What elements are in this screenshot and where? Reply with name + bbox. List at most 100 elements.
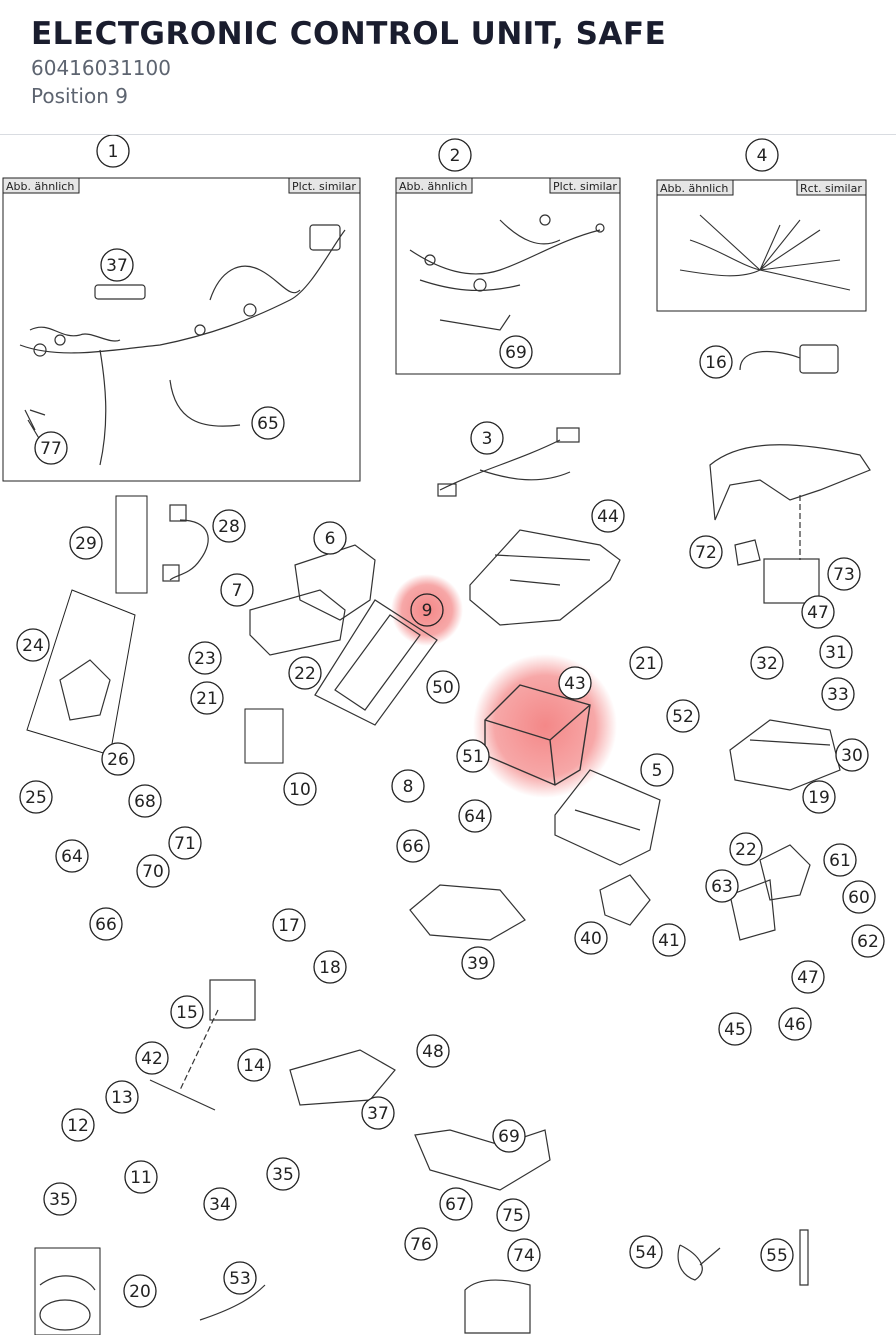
callout-13[interactable]: 13 <box>105 1080 139 1114</box>
callout-68[interactable]: 68 <box>128 784 162 818</box>
callout-51[interactable]: 51 <box>456 739 490 773</box>
callout-number: 60 <box>848 888 870 908</box>
callout-31[interactable]: 31 <box>819 635 853 669</box>
callout-20[interactable]: 20 <box>123 1274 157 1308</box>
callout-8[interactable]: 8 <box>391 769 425 803</box>
callout-47[interactable]: 47 <box>791 960 825 994</box>
callout-7[interactable]: 7 <box>220 573 254 607</box>
callout-37[interactable]: 37 <box>361 1096 395 1130</box>
callout-number: 34 <box>209 1195 231 1215</box>
callout-15[interactable]: 15 <box>170 995 204 1029</box>
callout-69[interactable]: 69 <box>492 1119 526 1153</box>
callout-42[interactable]: 42 <box>135 1041 169 1075</box>
callout-44[interactable]: 44 <box>591 499 625 533</box>
callout-74[interactable]: 74 <box>507 1238 541 1272</box>
callout-71[interactable]: 71 <box>168 826 202 860</box>
callout-47[interactable]: 47 <box>801 595 835 629</box>
callout-14[interactable]: 14 <box>237 1048 271 1082</box>
callout-62[interactable]: 62 <box>851 924 885 958</box>
callout-65[interactable]: 65 <box>251 406 285 440</box>
callout-54[interactable]: 54 <box>629 1235 663 1269</box>
callout-circle <box>558 666 592 700</box>
callout-72[interactable]: 72 <box>689 535 723 569</box>
callout-10[interactable]: 10 <box>283 772 317 806</box>
callout-6[interactable]: 6 <box>313 521 347 555</box>
callout-12[interactable]: 12 <box>61 1108 95 1142</box>
callout-28[interactable]: 28 <box>212 509 246 543</box>
callout-35[interactable]: 35 <box>266 1157 300 1191</box>
callout-69[interactable]: 69 <box>499 335 533 369</box>
callout-number: 16 <box>705 353 727 373</box>
callout-9[interactable]: 9 <box>410 593 444 627</box>
callout-23[interactable]: 23 <box>188 641 222 675</box>
callout-3[interactable]: 3 <box>470 421 504 455</box>
callout-2[interactable]: 2 <box>438 138 472 172</box>
callout-52[interactable]: 52 <box>666 699 700 733</box>
callout-number: 55 <box>766 1246 788 1266</box>
callout-5[interactable]: 5 <box>640 753 674 787</box>
callout-32[interactable]: 32 <box>750 646 784 680</box>
callout-circle <box>778 1007 812 1041</box>
callout-43[interactable]: 43 <box>558 666 592 700</box>
callout-75[interactable]: 75 <box>496 1198 530 1232</box>
frame-2-label-right: Plct. similar <box>553 180 617 193</box>
callout-18[interactable]: 18 <box>313 950 347 984</box>
callout-39[interactable]: 39 <box>461 946 495 980</box>
callout-22[interactable]: 22 <box>729 832 763 866</box>
callout-number: 46 <box>784 1015 806 1035</box>
callout-19[interactable]: 19 <box>802 780 836 814</box>
callout-61[interactable]: 61 <box>823 843 857 877</box>
callout-73[interactable]: 73 <box>827 557 861 591</box>
callout-21[interactable]: 21 <box>190 681 224 715</box>
callout-77[interactable]: 77 <box>34 431 68 465</box>
callout-4[interactable]: 4 <box>745 138 779 172</box>
callout-64[interactable]: 64 <box>458 799 492 833</box>
callout-48[interactable]: 48 <box>416 1034 450 1068</box>
callout-40[interactable]: 40 <box>574 921 608 955</box>
callout-circle <box>461 946 495 980</box>
callout-30[interactable]: 30 <box>835 738 869 772</box>
callout-64[interactable]: 64 <box>55 839 89 873</box>
callout-17[interactable]: 17 <box>272 908 306 942</box>
callout-55[interactable]: 55 <box>760 1238 794 1272</box>
callout-21[interactable]: 21 <box>629 646 663 680</box>
callout-25[interactable]: 25 <box>19 780 53 814</box>
callout-circle <box>574 921 608 955</box>
callout-number: 64 <box>61 847 83 867</box>
callout-circle <box>458 799 492 833</box>
callout-circle <box>313 521 347 555</box>
callout-11[interactable]: 11 <box>124 1160 158 1194</box>
callout-33[interactable]: 33 <box>821 677 855 711</box>
callout-circle <box>689 535 723 569</box>
callout-26[interactable]: 26 <box>101 742 135 776</box>
callout-number: 52 <box>672 707 694 727</box>
callout-circle <box>237 1048 271 1082</box>
callout-53[interactable]: 53 <box>223 1261 257 1295</box>
callout-34[interactable]: 34 <box>203 1187 237 1221</box>
callout-24[interactable]: 24 <box>16 628 50 662</box>
callout-70[interactable]: 70 <box>136 854 170 888</box>
callout-63[interactable]: 63 <box>705 869 739 903</box>
callout-circle <box>802 780 836 814</box>
callout-1[interactable]: 1 <box>96 135 130 168</box>
callout-67[interactable]: 67 <box>439 1187 473 1221</box>
callout-37[interactable]: 37 <box>100 248 134 282</box>
callout-66[interactable]: 66 <box>396 829 430 863</box>
callout-46[interactable]: 46 <box>778 1007 812 1041</box>
callout-60[interactable]: 60 <box>842 880 876 914</box>
callout-circle <box>591 499 625 533</box>
callout-50[interactable]: 50 <box>426 670 460 704</box>
callout-41[interactable]: 41 <box>652 923 686 957</box>
highlight-43 <box>473 654 617 798</box>
callout-45[interactable]: 45 <box>718 1012 752 1046</box>
callout-circle <box>288 656 322 690</box>
callout-number: 22 <box>294 664 316 684</box>
callout-29[interactable]: 29 <box>69 526 103 560</box>
page-title: ELECTGRONIC CONTROL UNIT, SAFE <box>31 16 667 52</box>
callout-35[interactable]: 35 <box>43 1182 77 1216</box>
frame-1 <box>2 177 361 482</box>
callout-66[interactable]: 66 <box>89 907 123 941</box>
callout-76[interactable]: 76 <box>404 1227 438 1261</box>
callout-16[interactable]: 16 <box>699 345 733 379</box>
callout-22[interactable]: 22 <box>288 656 322 690</box>
